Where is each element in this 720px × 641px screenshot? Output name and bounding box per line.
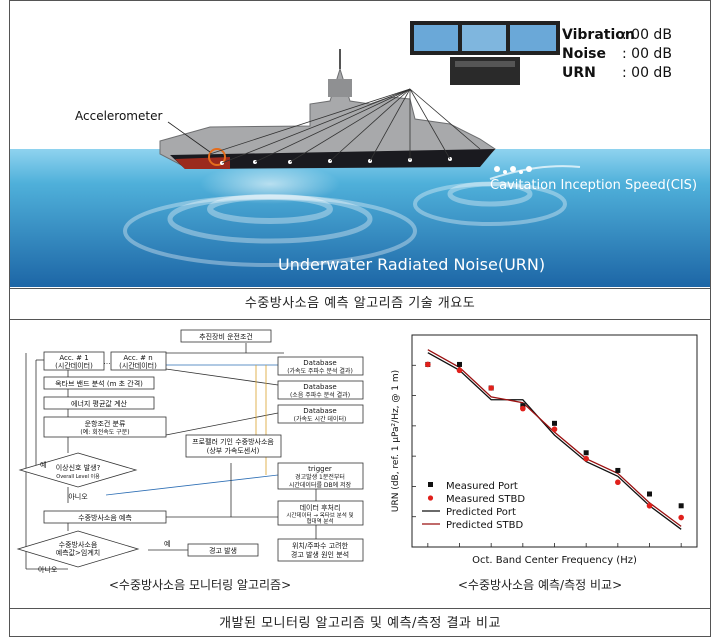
node-urn-predict: 수중방사소음 예측 xyxy=(78,513,132,522)
readout-vibration: Vibration: 00 dB xyxy=(562,27,672,43)
label-no-1: 아니오 xyxy=(68,492,88,501)
node-propulsion: 추진장비 운전조건 xyxy=(199,332,253,341)
urn-label: Underwater Radiated Noise(URN) xyxy=(278,255,546,274)
legend-marker xyxy=(428,482,433,487)
sea xyxy=(10,149,710,287)
label-yes-2: 예 xyxy=(164,539,170,548)
node-trigger-sub2: 시간데이터를 DB에 저장 xyxy=(289,481,352,489)
data-point xyxy=(583,455,589,462)
caption-bottom: 개발된 모니터링 알고리즘 및 예측/측정 결과 비교 xyxy=(10,608,710,638)
readout-noise: Noise: 00 dB xyxy=(562,46,672,62)
node-db1: Database xyxy=(303,359,336,367)
ship-illustration xyxy=(10,9,710,287)
data-point xyxy=(583,450,589,456)
node-post-sub1: 시간데이터 → 옥타브 분석 및 xyxy=(286,511,353,519)
sensor-links xyxy=(209,88,481,164)
label-yes-1: 예 xyxy=(40,460,46,469)
chart-title: <수중방사소음 예측/측정 비교> xyxy=(457,578,623,592)
legend-label: Predicted Port xyxy=(446,507,516,518)
series-line-1 xyxy=(427,349,682,527)
node-db1-sub: (가속도 주파수 분석 결과) xyxy=(287,367,353,375)
node-anomaly: 이상신호 발생? xyxy=(56,463,101,472)
y-axis-label: URN (dB, ref. 1 μPa²/Hz, @ 1 m) xyxy=(391,370,401,512)
node-acc1-sub: (시간데이터) xyxy=(55,361,93,370)
data-point xyxy=(520,405,526,412)
data-point xyxy=(646,502,653,509)
monitor-console xyxy=(410,21,560,85)
legend-marker xyxy=(427,495,434,501)
flowchart-title: <수중방사소음 모니터링 알고리즘> xyxy=(108,578,292,592)
data-point xyxy=(488,385,494,391)
node-condition-sub: (예: 회전속도 구분) xyxy=(80,428,129,436)
node-propeller: 프로펠러 기인 수중방사소음 xyxy=(192,437,274,446)
legend-label: Measured Port xyxy=(446,481,518,492)
node-exceed: 수중방사소음 xyxy=(59,540,98,549)
node-db2-sub: (소음 주파수 분석 결과) xyxy=(290,391,350,399)
figure-frame: Accelerometer Cavitation Inception Speed… xyxy=(9,0,711,637)
data-point xyxy=(552,420,557,426)
accelerometer-marker xyxy=(208,148,226,166)
monitoring-flowchart: 추진장비 운전조건 Acc. # 1 (시간데이터) … Acc. # n (시… xyxy=(16,329,364,574)
ship-scene: Accelerometer Cavitation Inception Speed… xyxy=(10,9,710,287)
data-point xyxy=(425,361,431,368)
legend-label: Predicted STBD xyxy=(446,520,523,531)
node-post-sub2: 협대역 분석 xyxy=(306,517,333,525)
data-point xyxy=(520,403,526,409)
node-dots: … xyxy=(104,358,111,366)
node-octave: 옥타브 밴드 분석 (m 초 간격) xyxy=(55,379,143,388)
node-warning: 경고 발생 xyxy=(209,546,237,555)
label-no-2: 아니오 xyxy=(38,565,58,574)
series-line-0 xyxy=(427,352,682,530)
node-trigger-sub1: 경고발생 1분전부터 xyxy=(295,473,345,481)
data-point xyxy=(457,361,462,367)
node-accn-sub: (시간데이터) xyxy=(119,361,157,370)
node-post: 데이터 후처리 xyxy=(300,503,341,512)
node-db3: Database xyxy=(303,407,336,415)
urn-comparison-chart: Oct. Band Center Frequency (Hz) URN (dB, … xyxy=(391,334,698,566)
data-point xyxy=(456,367,463,374)
readout-urn: URN: 00 dB xyxy=(562,65,672,81)
data-point xyxy=(678,514,684,521)
x-axis-label: Oct. Band Center Frequency (Hz) xyxy=(472,555,637,566)
readout-panel: Vibration: 00 dB Noise: 00 dB URN: 00 dB xyxy=(562,26,672,83)
legend-label: Measured STBD xyxy=(446,494,525,505)
data-point xyxy=(678,503,684,509)
cis-label: Cavitation Inception Speed(CIS) xyxy=(490,178,698,193)
cavitation-bubbles xyxy=(494,166,532,174)
accelerometer-label: Accelerometer xyxy=(75,109,163,123)
node-exceed-sub: 예측값>임계치 xyxy=(56,548,101,557)
data-point xyxy=(615,479,621,486)
node-cause-sub: 경고 발생 원인 분석 xyxy=(291,550,349,559)
data-point xyxy=(615,467,621,473)
node-db2: Database xyxy=(303,383,336,391)
data-point xyxy=(647,491,652,497)
node-anomaly-sub: Overall Level 이용 xyxy=(56,473,100,480)
node-cause: 위치/주파수 고려한 xyxy=(292,541,349,550)
data-point xyxy=(551,426,558,433)
caption-top: 수중방사소음 예측 알고리즘 기술 개요도 xyxy=(10,288,710,320)
node-accn: Acc. # n xyxy=(123,354,152,362)
node-condition: 운항조건 분류 xyxy=(85,419,126,428)
node-trigger: trigger xyxy=(308,465,332,473)
node-energy: 에너지 평균값 계산 xyxy=(71,399,128,408)
node-acc1: Acc. # 1 xyxy=(59,354,88,362)
node-db3-sub: (가속도 시간 데이터) xyxy=(294,415,347,423)
node-propeller-sub: (상부 가속도센서) xyxy=(207,446,260,455)
